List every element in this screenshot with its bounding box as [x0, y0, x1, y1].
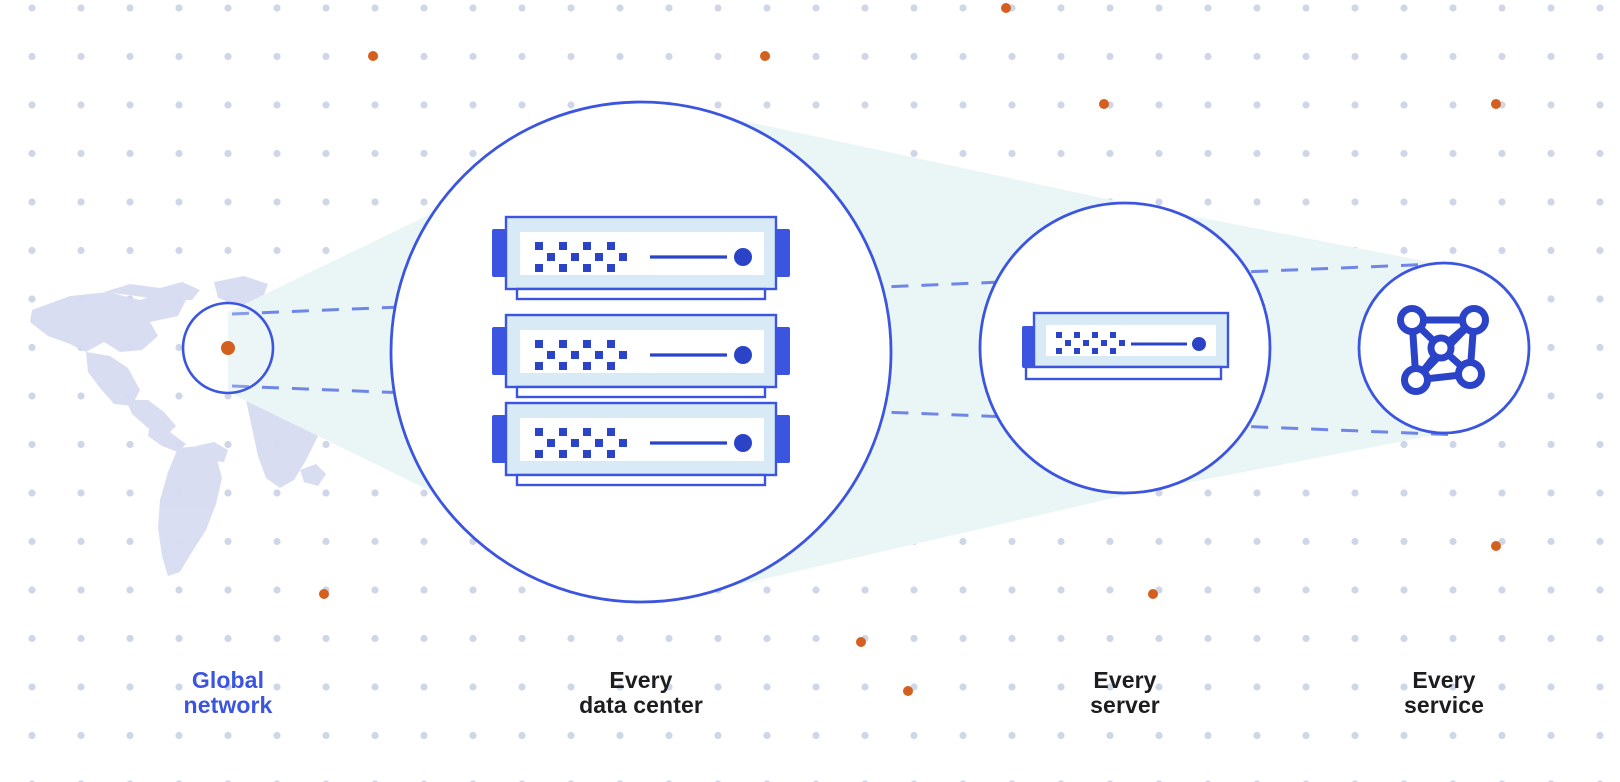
stage-every-data-center[interactable] [389, 100, 893, 604]
server-rack-unit-3 [492, 401, 790, 487]
stage-global-network[interactable] [181, 301, 275, 395]
stage-every-server[interactable] [978, 201, 1272, 495]
stage-label-global-network: Global network [183, 667, 273, 718]
accent-dot [903, 686, 913, 696]
server-rack-icon [492, 215, 790, 487]
accent-dot [319, 589, 329, 599]
accent-dot [1148, 589, 1158, 599]
accent-dot [1491, 99, 1501, 109]
accent-dot [1001, 3, 1011, 13]
server-rack-unit-2 [492, 313, 790, 399]
stage-label-every-server: Every server [1090, 667, 1160, 718]
server-rack-unit-1 [492, 215, 790, 301]
stage-label-every-data-center: Every data center [579, 667, 703, 718]
accent-dot [1491, 541, 1501, 551]
accent-dot [1099, 99, 1109, 109]
accent-dot [856, 637, 866, 647]
network-graph-nodes [1397, 305, 1489, 395]
stage-every-service[interactable] [1357, 261, 1531, 435]
accent-dots [319, 3, 1501, 696]
global-network-location-dot [221, 341, 235, 355]
stage-label-every-service: Every service [1404, 667, 1484, 718]
server-unit-icon [1022, 311, 1230, 381]
accent-dot [760, 51, 770, 61]
accent-dot [368, 51, 378, 61]
